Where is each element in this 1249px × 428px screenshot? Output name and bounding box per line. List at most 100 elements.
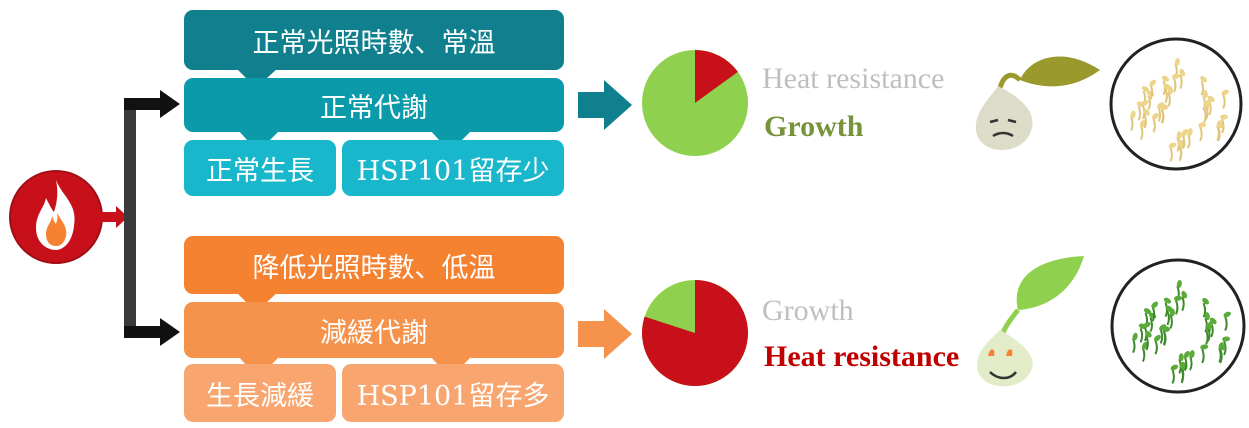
seedling-leaf <box>1202 90 1208 99</box>
bottom-condition-text: 降低光照時數、低溫 <box>252 252 496 284</box>
seedling-leaf <box>1132 332 1138 341</box>
seedling-leaf <box>1161 75 1170 82</box>
seedling-stem <box>1199 126 1203 142</box>
seedling-leaf <box>1221 89 1229 96</box>
bottom-metabolism-box: 減緩代謝 <box>184 302 564 358</box>
bottom-growth-box: 生長減緩 <box>184 364 336 422</box>
seedling-leaf <box>1168 142 1177 149</box>
seedling-stem <box>1202 302 1207 318</box>
seedling-leaf <box>1179 68 1186 77</box>
seedling-leaf <box>1220 114 1229 120</box>
seedling-leaf <box>1153 334 1161 342</box>
seedling-stem <box>1161 109 1165 124</box>
seedling-stem <box>1166 310 1170 326</box>
top-growth-box: 正常生長 <box>184 140 336 196</box>
seedling-stem <box>1164 88 1168 104</box>
seedling-stem <box>1169 314 1173 329</box>
seedling-leaf <box>1157 102 1165 109</box>
seedling-leaf <box>1170 364 1179 371</box>
seedling-stem <box>1145 335 1149 351</box>
seedling-stem <box>1178 146 1183 162</box>
seedling-leaf <box>1145 330 1152 338</box>
seedling-stem <box>1169 147 1173 162</box>
pie-slice-red <box>642 280 749 386</box>
seedling-stem <box>1162 80 1167 96</box>
bottom-metabolism-text: 減緩代謝 <box>320 317 428 349</box>
seedling-stem <box>1219 348 1223 364</box>
seedling-leaf <box>1174 58 1180 66</box>
seedling-stem <box>1164 302 1169 318</box>
seedling-leaf <box>1218 343 1226 351</box>
seedling-stem <box>1163 331 1167 346</box>
seedling-leaf <box>1181 290 1188 299</box>
seedling-stem <box>1181 296 1185 312</box>
seedling-leaf <box>1163 83 1171 91</box>
healthy-seedlings-dish <box>1110 258 1246 394</box>
top-condition-text: 正常光照時數、常溫 <box>252 27 496 59</box>
bottom-hsp-text: HSP101留存多 <box>356 380 550 412</box>
seedling-leaf <box>1163 297 1172 304</box>
seedling-stem <box>1137 105 1142 121</box>
top-hsp-box: HSP101留存少 <box>342 140 564 196</box>
top-growth-text: 正常生長 <box>206 155 314 187</box>
seedling-leaf <box>1183 351 1190 359</box>
seedling-leaf <box>1143 308 1152 315</box>
seedling-leaf <box>1187 128 1193 137</box>
seedling-leaf <box>1202 297 1210 305</box>
seedling-stem <box>1174 299 1179 315</box>
top-condition-box: 正常光照時數、常溫 <box>184 10 564 70</box>
seedling-leaf <box>1176 280 1182 288</box>
seedling-stem <box>1154 339 1158 355</box>
seedling-leaf <box>1173 295 1182 301</box>
top-metabolism-box: 正常代謝 <box>184 78 564 132</box>
seedling-leaf <box>1189 350 1195 359</box>
seedling-leaf <box>1143 321 1151 328</box>
seedling-leaf <box>1141 86 1150 93</box>
top-hsp-text: HSP101留存少 <box>356 155 550 187</box>
seedling-stem <box>1143 113 1147 129</box>
seedling-leaf <box>1216 121 1224 129</box>
bottom-label-faded: Growth <box>762 294 854 327</box>
seedling-stem <box>1139 327 1144 343</box>
seedling-leaf <box>1178 353 1184 362</box>
seedling-stem <box>1203 107 1207 123</box>
seedling-leaf <box>1151 301 1159 309</box>
seedling-leaf <box>1143 108 1150 116</box>
seedling-stem <box>1180 368 1185 384</box>
seedling-leaf <box>1204 312 1210 321</box>
happy-seedling-icon <box>976 256 1084 387</box>
wilted-seedlings-dish <box>1109 37 1243 171</box>
seedling-stem <box>1157 107 1162 122</box>
seedling-stem <box>1222 94 1226 109</box>
seedling-leaf <box>1207 321 1213 330</box>
orange-arrow-icon <box>578 309 632 359</box>
seedling-leaf <box>1159 324 1167 331</box>
teal-arrow-icon <box>578 80 632 130</box>
seedling-stem <box>1149 84 1154 100</box>
seedling-stem <box>1167 92 1171 107</box>
top-metabolism-text: 正常代謝 <box>320 92 428 124</box>
seedling-stem <box>1201 348 1205 364</box>
pie-chart-bottom <box>642 280 749 386</box>
seedling-stem <box>1151 306 1156 322</box>
top-label-strong: Growth <box>764 110 864 143</box>
seedling-leaf <box>1165 305 1173 313</box>
seedling-stem <box>1149 317 1154 333</box>
fire-icon <box>9 170 128 264</box>
seedling-leaf <box>1222 336 1231 342</box>
seedling-leaf <box>1141 99 1149 106</box>
branch-bracket <box>124 90 180 346</box>
seedling-leaf <box>1149 79 1157 87</box>
bottom-hsp-box: HSP101留存多 <box>342 364 564 422</box>
seedling-stem <box>1152 117 1156 133</box>
bottom-growth-text: 生長減緩 <box>206 380 314 412</box>
bottom-label-strong: Heat resistance <box>764 340 960 373</box>
seedling-leaf <box>1151 112 1159 120</box>
seedling-stem <box>1217 126 1221 142</box>
seedling-stem <box>1159 329 1164 344</box>
top-label-faded: Heat resistance <box>762 62 945 95</box>
seedling-stem <box>1224 316 1228 331</box>
seedling-leaf <box>1130 110 1136 119</box>
seedling-leaf <box>1200 75 1208 83</box>
